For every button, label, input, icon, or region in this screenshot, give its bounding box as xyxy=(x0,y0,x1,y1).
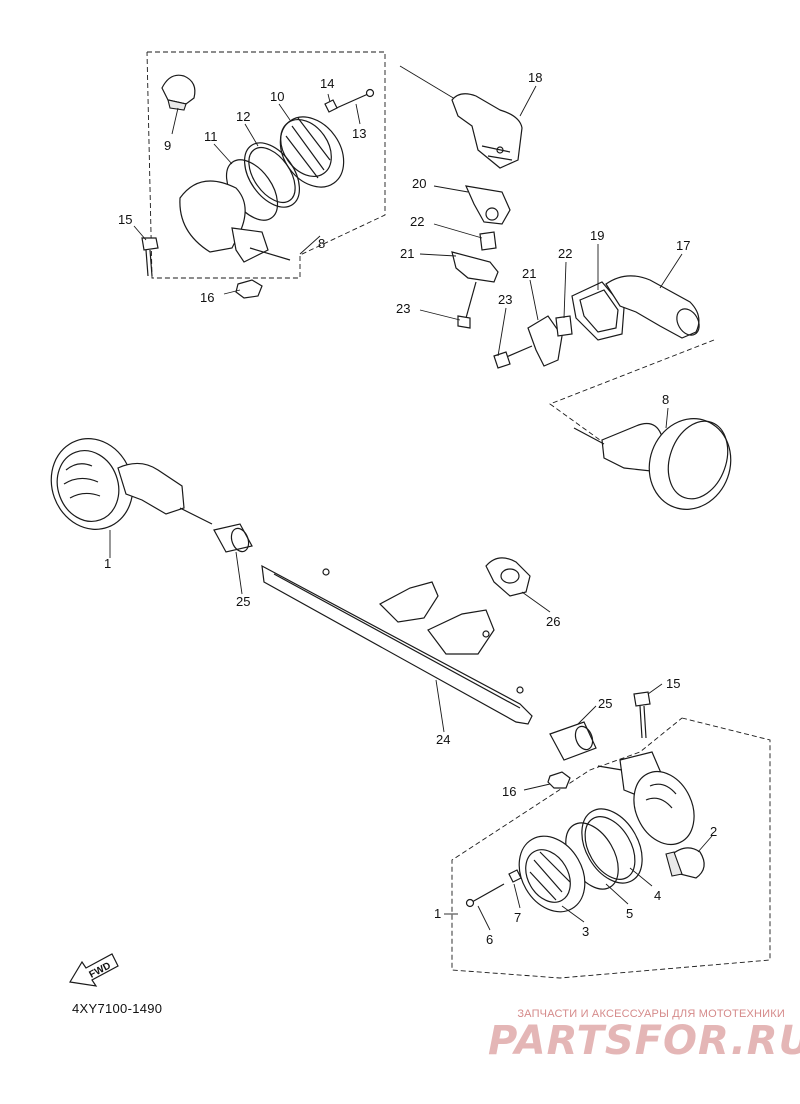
callout-12: 12 xyxy=(236,109,250,124)
callout-14: 14 xyxy=(320,76,334,91)
callout-6: 6 xyxy=(486,932,493,947)
bolt-part-15-top xyxy=(141,237,159,277)
signal-assembly-part-1-left xyxy=(50,438,213,530)
callout-13: 13 xyxy=(352,126,366,141)
bolt-part-15-bottom xyxy=(633,691,651,739)
screw-part-6 xyxy=(465,883,505,908)
washer-part-14 xyxy=(324,99,338,113)
signal-body-part-1-bottom xyxy=(597,751,695,846)
signal-body-part-8-top xyxy=(179,180,291,263)
callout-9: 9 xyxy=(164,138,171,153)
callout-8-right: 8 xyxy=(662,392,669,407)
callout-16-bottom: 16 xyxy=(502,784,516,799)
callout-15-bottom: 15 xyxy=(666,676,680,691)
nut-part-16-bottom xyxy=(547,771,571,789)
fwd-label: FWD xyxy=(88,960,113,980)
clamp-part-26 xyxy=(485,557,531,597)
bolt-part-23-left xyxy=(457,281,477,329)
callout-3: 3 xyxy=(582,924,589,939)
callout-1-top: 1 xyxy=(104,556,111,571)
callout-8-top: 8 xyxy=(318,236,325,251)
callout-26: 26 xyxy=(546,614,560,629)
watermark-logo: PARTSFOR.RU xyxy=(488,1018,800,1064)
nut-part-16-top xyxy=(235,279,263,299)
callout-15-top: 15 xyxy=(118,212,132,227)
bracket-part-17 xyxy=(605,275,700,339)
stay-part-24 xyxy=(261,564,533,725)
plate-part-21-left xyxy=(451,251,499,283)
callout-5: 5 xyxy=(626,906,633,921)
assembly-1-outline xyxy=(451,717,771,979)
bracket-part-20 xyxy=(464,185,511,225)
callout-10: 10 xyxy=(270,89,284,104)
collar-part-22-right xyxy=(555,315,573,337)
callout-7: 7 xyxy=(514,910,521,925)
gasket-part-19 xyxy=(571,281,625,341)
callout-18: 18 xyxy=(528,70,542,85)
bulb-part-2 xyxy=(665,847,705,879)
callout-17: 17 xyxy=(676,238,690,253)
callout-11: 11 xyxy=(204,129,218,144)
callout-19: 19 xyxy=(590,228,604,243)
callout-21-right: 21 xyxy=(522,266,536,281)
screw-part-13 xyxy=(331,88,375,111)
washer-part-7 xyxy=(508,869,522,883)
callout-4: 4 xyxy=(654,888,661,903)
damper-part-25-left xyxy=(213,523,253,553)
bracket-part-18 xyxy=(451,93,523,169)
bolt-part-23-right xyxy=(493,345,533,369)
bulb-part-9 xyxy=(161,74,196,111)
assembly-8-guide-right xyxy=(549,339,715,441)
callout-25-right: 25 xyxy=(598,696,612,711)
assembly-8-outline xyxy=(146,51,386,279)
callout-23-left: 23 xyxy=(396,301,410,316)
ring-part-12 xyxy=(243,142,301,208)
callout-21-left: 21 xyxy=(400,246,414,261)
callout-23-right: 23 xyxy=(498,292,512,307)
callout-16-top: 16 xyxy=(200,290,214,305)
callout-2: 2 xyxy=(710,824,717,839)
signal-body-part-8-right xyxy=(573,418,732,510)
watermark-caption: ЗАПЧАСТИ И АКСЕССУАРЫ ДЛЯ МОТОТЕХНИКИ xyxy=(517,1008,785,1020)
fwd-arrow: FWD xyxy=(69,953,119,987)
callout-22-left: 22 xyxy=(410,214,424,229)
damper-part-25-right xyxy=(549,721,597,761)
lens-part-3 xyxy=(518,835,586,913)
callout-25-left: 25 xyxy=(236,594,250,609)
collar-part-22-left xyxy=(479,231,497,251)
callout-22-right: 22 xyxy=(558,246,572,261)
callout-1-bottom: 1 xyxy=(434,906,441,921)
callout-20: 20 xyxy=(412,176,426,191)
plate-part-21-right xyxy=(527,315,563,367)
leader-lines xyxy=(109,85,713,931)
diagram-code: 4XY7100-1490 xyxy=(72,1001,163,1016)
callout-24: 24 xyxy=(436,732,450,747)
